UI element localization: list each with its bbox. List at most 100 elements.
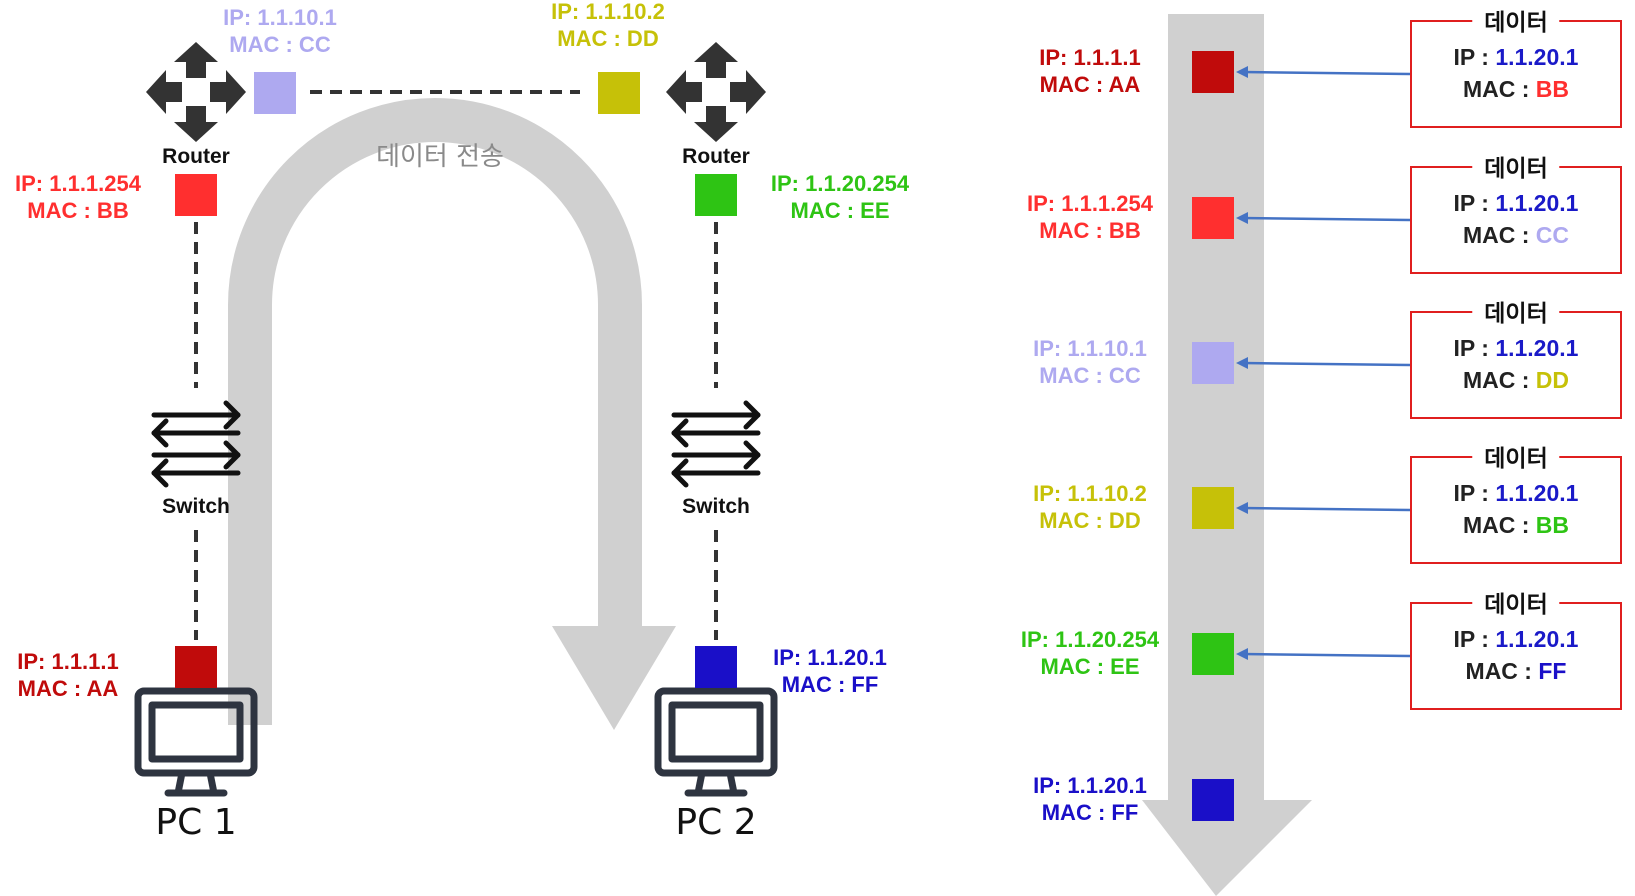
data-flow-arrow [228, 98, 676, 730]
pc2-mac: MAC : FF [781, 672, 879, 697]
pc2-address-label: IP: 1.1.20.1 MAC : FF [773, 644, 887, 698]
interface-bb-square [175, 174, 217, 216]
pc1-label: PC 1 [155, 802, 237, 843]
router-right-wan-label: IP: 1.1.10.2 MAC : DD [551, 0, 665, 52]
frame-mac-value: CC [1535, 222, 1570, 248]
switch-icon [671, 400, 761, 488]
interface-ff-square [695, 646, 737, 688]
hop-ip: IP: 1.1.20.1 [1033, 773, 1147, 798]
frame-mac-value: FF [1538, 658, 1567, 684]
hop-mac: MAC : DD [1039, 508, 1141, 533]
interface-ee-square [695, 174, 737, 216]
frame-ip-prefix: IP : [1453, 480, 1496, 506]
router-left-wan-label: IP: 1.1.10.1 MAC : CC [223, 4, 337, 58]
router-left-wan-ip: IP: 1.1.10.1 [223, 5, 337, 30]
frame-title: 데이터 [1472, 439, 1560, 473]
pc1-mac: MAC : AA [17, 676, 119, 701]
frame-ip-prefix: IP : [1453, 190, 1496, 216]
frame-mac-value: BB [1535, 76, 1570, 102]
hop-mac: MAC : BB [1039, 218, 1141, 243]
frame-title: 데이터 [1472, 585, 1560, 619]
frame-mac-prefix: MAC : [1465, 658, 1539, 684]
frame-ip-line: IP : 1.1.20.1 [1412, 44, 1620, 71]
frame-mac-line: MAC : BB [1412, 512, 1620, 539]
router-left-lan-label: IP: 1.1.1.254 MAC : BB [15, 170, 141, 224]
frame-connector-arrow [1236, 66, 1411, 78]
switch-left-label: Switch [162, 495, 230, 518]
hop-ip: IP: 1.1.1.254 [1027, 191, 1153, 216]
frame-title: 데이터 [1472, 149, 1560, 183]
interface-aa-square [175, 646, 217, 688]
router-left-label: Router [162, 145, 230, 168]
hop-square [1192, 633, 1234, 675]
frame-mac-line: MAC : DD [1412, 367, 1620, 394]
frame-mac-line: MAC : FF [1412, 658, 1620, 685]
pc2-ip: IP: 1.1.20.1 [773, 645, 887, 670]
router-right-wan-ip: IP: 1.1.10.2 [551, 0, 665, 24]
frame-ip-value: 1.1.20.1 [1495, 44, 1579, 70]
frame-title: 데이터 [1472, 3, 1560, 37]
frame-ip-value: 1.1.20.1 [1495, 190, 1579, 216]
frame-ip-line: IP : 1.1.20.1 [1412, 190, 1620, 217]
frame-ip-value: 1.1.20.1 [1495, 626, 1579, 652]
hop-ip: IP: 1.1.10.2 [1033, 481, 1147, 506]
router-right-wan-mac: MAC : DD [557, 26, 659, 51]
router-left-lan-ip: IP: 1.1.1.254 [15, 171, 141, 196]
frame-connector-arrow [1236, 212, 1411, 224]
frame-ip-prefix: IP : [1453, 335, 1496, 361]
hop-ip: IP: 1.1.1.1 [1039, 45, 1141, 70]
router-right-label: Router [682, 145, 750, 168]
hop-square [1192, 197, 1234, 239]
frame-ip-value: 1.1.20.1 [1495, 480, 1579, 506]
frame-ip-value: 1.1.20.1 [1495, 335, 1579, 361]
pc2-label: PC 2 [675, 802, 757, 843]
frame-mac-prefix: MAC : [1462, 222, 1536, 248]
hop-mac: MAC : EE [1040, 654, 1140, 679]
pc1-ip: IP: 1.1.1.1 [17, 649, 119, 674]
hop-square [1192, 342, 1234, 384]
router-icon [666, 42, 766, 142]
interface-cc-square [254, 72, 296, 114]
router-right-lan-ip: IP: 1.1.20.254 [770, 171, 910, 196]
router-right-lan-label: IP: 1.1.20.254 MAC : EE [771, 170, 909, 224]
router-right-lan-mac: MAC : EE [790, 198, 890, 223]
frame-mac-line: MAC : BB [1412, 76, 1620, 103]
hop-ip: IP: 1.1.10.1 [1033, 336, 1147, 361]
frame-title: 데이터 [1472, 294, 1560, 328]
frame-connector-arrow [1236, 648, 1411, 660]
hop-ip: IP: 1.1.20.254 [1020, 627, 1160, 652]
frame-mac-prefix: MAC : [1462, 367, 1536, 393]
switch-right-label: Switch [682, 495, 750, 518]
hop-mac: MAC : FF [1041, 800, 1139, 825]
frame-ip-line: IP : 1.1.20.1 [1412, 626, 1620, 653]
frame-mac-value: BB [1535, 512, 1570, 538]
router-left-lan-mac: MAC : BB [27, 198, 129, 223]
frame-ip-line: IP : 1.1.20.1 [1412, 335, 1620, 362]
frame-mac-line: MAC : CC [1412, 222, 1620, 249]
dashed-links [194, 90, 718, 640]
frame-connector-arrow [1236, 502, 1411, 514]
frame-ip-prefix: IP : [1453, 44, 1496, 70]
monitor-icon [654, 687, 778, 797]
frame-ip-line: IP : 1.1.20.1 [1412, 480, 1620, 507]
interface-dd-square [598, 72, 640, 114]
hop-mac: MAC : CC [1039, 363, 1141, 388]
frame-ip-prefix: IP : [1453, 626, 1496, 652]
monitor-icon [134, 687, 258, 797]
router-left-wan-mac: MAC : CC [229, 32, 331, 57]
pc1-address-label: IP: 1.1.1.1 MAC : AA [17, 648, 119, 702]
data-flow-label: 데이터 전송 [376, 142, 504, 172]
frame-connector-arrow [1236, 357, 1411, 369]
